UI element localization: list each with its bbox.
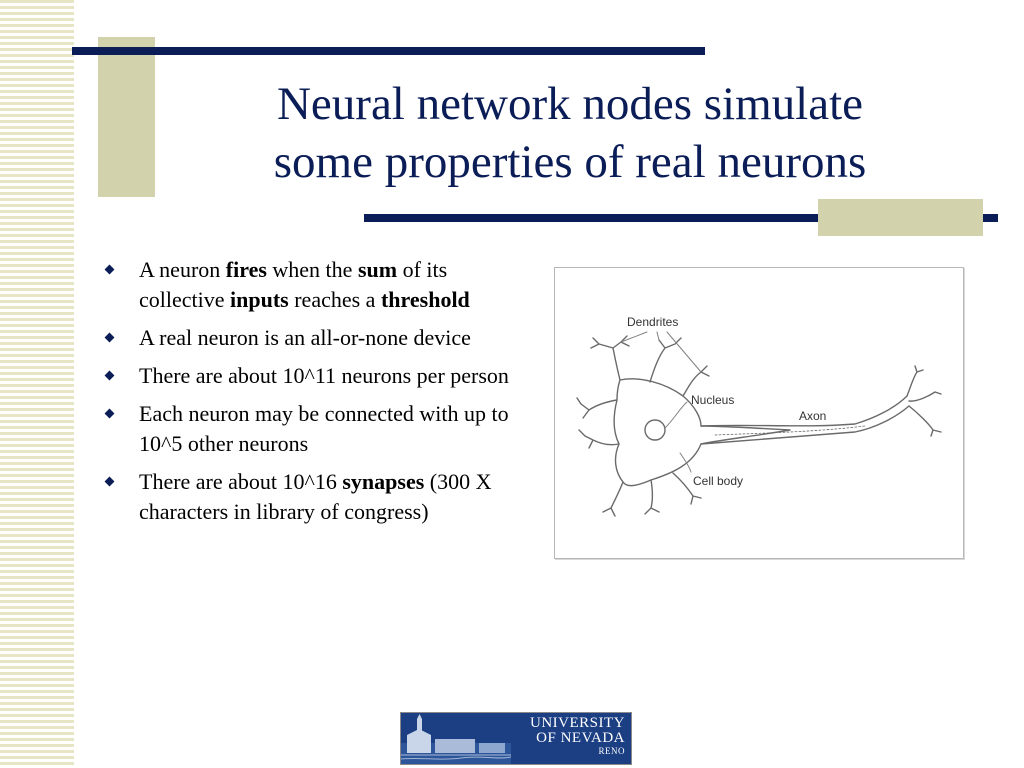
dendrite-top — [590, 335, 710, 397]
cell-body-outline — [613, 378, 791, 487]
bullet-text: (300 X characters in library of congress… — [139, 469, 492, 524]
bullet-item: Each neuron may be connected with up to … — [104, 399, 524, 459]
bullet-text: of its collective — [139, 257, 448, 312]
bullet-text-bold: threshold — [380, 287, 470, 312]
slide-title-line-2: some properties of real neurons — [273, 136, 867, 188]
bullet-text-bold: sum — [357, 257, 398, 282]
bullet-item: There are about 10^16 synapses (300 X ch… — [104, 467, 524, 527]
bullet-item: A real neuron is an all-or-none device — [104, 323, 524, 353]
campus-building-icon — [401, 714, 512, 764]
bullet-text: reaches a — [288, 287, 381, 312]
bullet-text-bold: synapses — [342, 469, 425, 494]
axon-lower — [700, 405, 910, 445]
logo-line-2: OF NEVADA — [536, 730, 625, 746]
slide-title-line-1: Neural network nodes simulate — [276, 78, 864, 130]
bullet-item: A neuron fires when the sum of its colle… — [104, 255, 524, 315]
diamond-bullet-icon — [104, 408, 115, 419]
bullet-list: A neuron fires when the sum of its colle… — [104, 255, 524, 535]
title-accent-bar-bottom — [364, 214, 998, 222]
cell-body-leader — [679, 452, 692, 473]
title-accent-bar-top — [72, 47, 705, 55]
dendrite-bottom — [602, 472, 702, 517]
logo-line-1: UNIVERSITY — [530, 715, 625, 731]
diamond-bullet-icon — [104, 370, 115, 381]
bullet-text-bold: inputs — [230, 287, 289, 312]
dendrites-leader — [620, 331, 702, 373]
title-accent-block-right — [818, 199, 983, 236]
label-axon: Axon — [799, 409, 826, 423]
bullet-text: A neuron — [139, 257, 226, 282]
bullet-text: when the — [266, 257, 358, 282]
logo-line-3: RENO — [598, 746, 625, 756]
diamond-bullet-icon — [104, 332, 115, 343]
neuron-drawing: Dendrites Nucleus Axon Cell body — [576, 315, 942, 517]
bullet-text: There are about 10^16 — [139, 469, 343, 494]
diamond-bullet-icon — [104, 476, 115, 487]
logo-wordmark: UNIVERSITY OF NEVADA RENO — [530, 716, 625, 757]
label-cell-body: Cell body — [693, 474, 743, 488]
title-accent-block-left — [98, 37, 155, 197]
bullet-text: A real neuron is an all-or-none device — [139, 325, 471, 350]
slide-title: Neural network nodes simulate some prope… — [190, 75, 950, 191]
axon-inner — [714, 425, 866, 436]
label-nucleus: Nucleus — [691, 393, 734, 407]
nucleus-shape — [644, 419, 666, 441]
bullet-item: There are about 10^11 neurons per person — [104, 361, 524, 391]
label-dendrites: Dendrites — [627, 315, 678, 329]
decorative-stripes — [0, 0, 74, 768]
axon-terminal — [906, 365, 942, 437]
bullet-text: Each neuron may be connected with up to … — [139, 401, 509, 456]
diamond-bullet-icon — [104, 264, 115, 275]
bullet-text-bold: fires — [225, 257, 267, 282]
axon-upper — [700, 395, 908, 427]
bullet-text: There are about 10^11 neurons per person — [139, 363, 509, 388]
neuron-diagram: Dendrites Nucleus Axon Cell body — [554, 267, 964, 559]
university-logo: UNIVERSITY OF NEVADA RENO — [400, 712, 632, 765]
nucleus-leader — [664, 401, 688, 429]
dendrite-left — [576, 397, 620, 449]
